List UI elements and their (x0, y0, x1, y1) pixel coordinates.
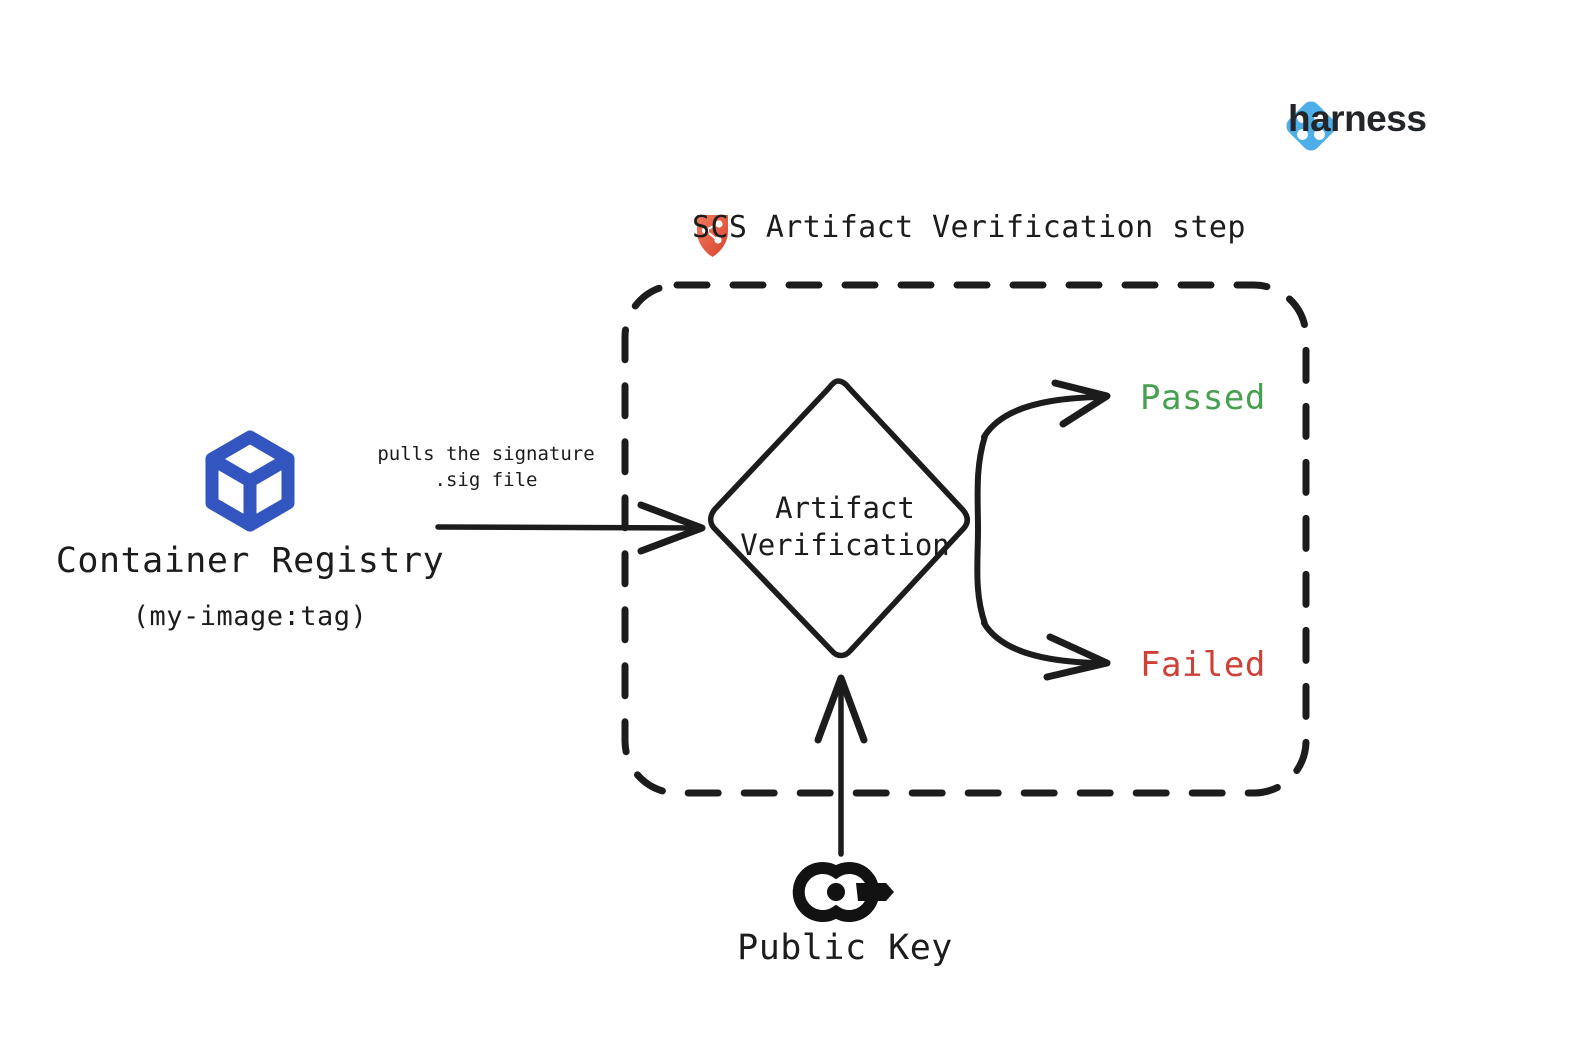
harness-wordmark: harness (1288, 98, 1427, 139)
artifact-verification-diamond (708, 378, 970, 659)
container-cube-icon (205, 430, 295, 532)
branch-stem (974, 433, 988, 627)
step-dashed-container (621, 281, 1310, 797)
decision-label-line2: Verification (740, 528, 950, 562)
key-icon (792, 862, 894, 922)
decision-label-line1: Artifact (775, 491, 915, 525)
decision-label: Artifact Verification (700, 490, 990, 564)
edge-caption-line2: .sig file (434, 469, 538, 491)
arrow-to-failed (981, 620, 1111, 681)
harness-diamond-logo-icon (1286, 101, 1336, 151)
edge-caption-line1: pulls the signature (377, 443, 595, 465)
arrow-to-passed (981, 379, 1111, 440)
step-title-row: SCS Artifact Verification step (692, 210, 1246, 245)
outcome-failed-label: Failed (1140, 645, 1266, 685)
step-title: SCS Artifact Verification step (692, 210, 1246, 245)
edge-caption-pulls-signature: pulls the signature .sig file (362, 441, 610, 493)
arrow-publickey-to-decision (814, 674, 868, 857)
outcome-passed-label: Passed (1140, 378, 1266, 418)
container-registry-label: Container Registry (55, 541, 445, 581)
harness-logo: harness (1288, 98, 1427, 139)
container-registry-sublabel: (my-image:tag) (132, 601, 368, 632)
arrow-registry-to-decision (435, 501, 706, 555)
scs-shield-icon (697, 215, 728, 257)
public-key-label: Public Key (737, 928, 953, 968)
